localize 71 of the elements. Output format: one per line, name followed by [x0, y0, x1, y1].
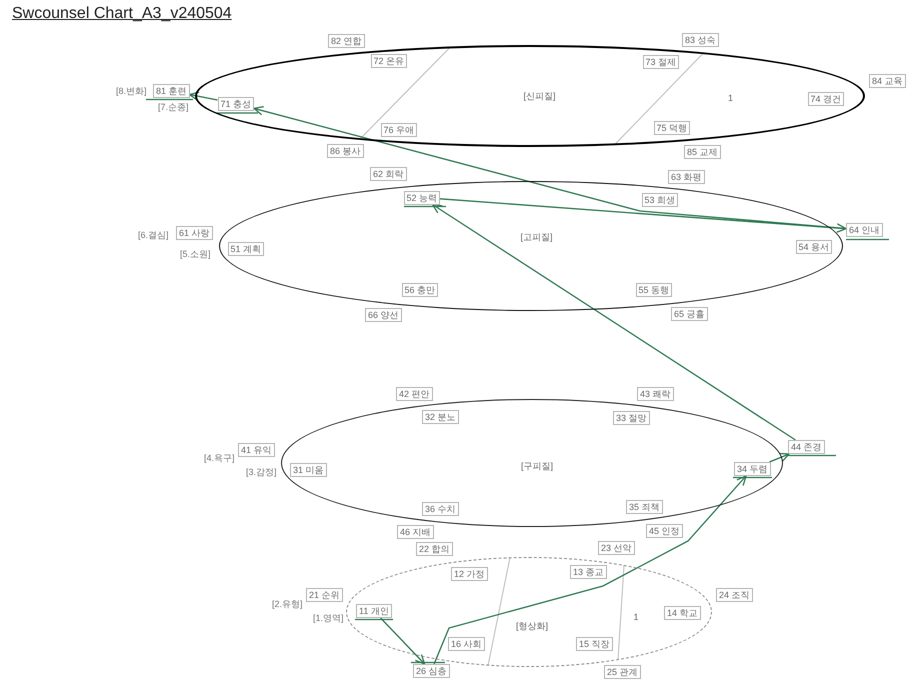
term-box: 55 동행	[636, 282, 672, 296]
term-box: 66 양선	[365, 308, 402, 322]
region-label: [신피질]	[524, 90, 556, 102]
term-box: 62 희락	[370, 167, 407, 181]
term-box: 85 교제	[684, 145, 721, 159]
level-label: [2.유형]	[272, 598, 303, 610]
term-box: 43 쾌락	[637, 387, 674, 401]
term-box: 24 조직	[716, 588, 753, 602]
term-box: 11 개인	[356, 604, 392, 618]
term-box: 46 지배	[397, 525, 434, 539]
term-box: 84 교육	[869, 74, 906, 88]
arrow	[434, 475, 747, 664]
term-box: 12 가정	[451, 567, 488, 581]
level-label: [8.변화]	[116, 85, 147, 97]
term-box: 86 봉사	[327, 144, 364, 158]
region-label: [형상화]	[516, 620, 548, 632]
term-box: 33 절망	[613, 411, 650, 425]
term-box: 15 직장	[576, 637, 613, 651]
term-box: 73 절제	[642, 54, 680, 68]
ellipse	[346, 557, 712, 667]
term-box: 25 관계	[604, 665, 641, 679]
term-box: 65 긍휼	[671, 307, 708, 321]
arrow	[188, 91, 218, 101]
term-box: 36 수치	[422, 502, 459, 516]
number-label: 1	[728, 92, 733, 104]
term-box: 22 합의	[416, 542, 453, 556]
chart-title: Swcounsel Chart_A3_v240504	[12, 4, 232, 24]
term-box: 16 사회	[448, 637, 485, 651]
term-box: 81 훈련	[153, 84, 190, 98]
term-box: 76 우애	[380, 122, 418, 136]
term-box: 21 순위	[306, 588, 343, 602]
term-box: 72 온유	[370, 54, 408, 68]
term-box: 56 충만	[402, 282, 438, 296]
term-box: 13 종교	[570, 565, 607, 579]
term-box: 35 죄책	[626, 500, 663, 514]
term-box: 54 용서	[796, 240, 832, 254]
arrow	[769, 452, 790, 463]
term-box: 52 능력	[404, 190, 440, 204]
term-box: 34 두렴	[734, 462, 771, 476]
term-box: 64 인내	[846, 223, 883, 237]
arrow	[440, 198, 847, 233]
level-label: [5.소원]	[180, 248, 211, 260]
term-box: 83 성숙	[682, 33, 719, 47]
term-box: 74 경건	[808, 92, 844, 106]
level-label: [1.영역]	[313, 612, 344, 624]
level-label: [7.순종]	[158, 101, 189, 113]
region-label: [구피질]	[521, 460, 553, 472]
term-box: 71 충성	[218, 96, 254, 110]
term-box: 63 화평	[668, 170, 705, 184]
term-box: 32 분노	[422, 410, 459, 424]
term-box: 51 계획	[228, 242, 264, 256]
number-label: 1	[634, 611, 638, 623]
level-label: [6.결심]	[138, 229, 169, 241]
term-box: 41 유익	[238, 443, 275, 457]
arrow	[380, 618, 426, 665]
term-box: 45 인정	[646, 524, 683, 538]
term-box: 26 심층	[413, 664, 450, 678]
term-box: 23 선악	[598, 541, 635, 555]
term-box: 44 존경	[788, 440, 825, 454]
level-label: [3.감정]	[246, 466, 277, 478]
term-box: 14 학교	[664, 606, 701, 620]
term-box: 61 사랑	[176, 226, 213, 240]
region-label: [고피질]	[520, 230, 552, 242]
term-box: 42 편안	[396, 387, 433, 401]
term-box: 82 연합	[328, 34, 365, 48]
arrow	[432, 204, 796, 441]
term-box: 75 덕행	[654, 120, 690, 134]
arrow	[253, 106, 846, 230]
level-label: [4.욕구]	[204, 452, 235, 464]
term-box: 31 미움	[290, 463, 327, 477]
term-box: 53 희생	[642, 192, 678, 206]
